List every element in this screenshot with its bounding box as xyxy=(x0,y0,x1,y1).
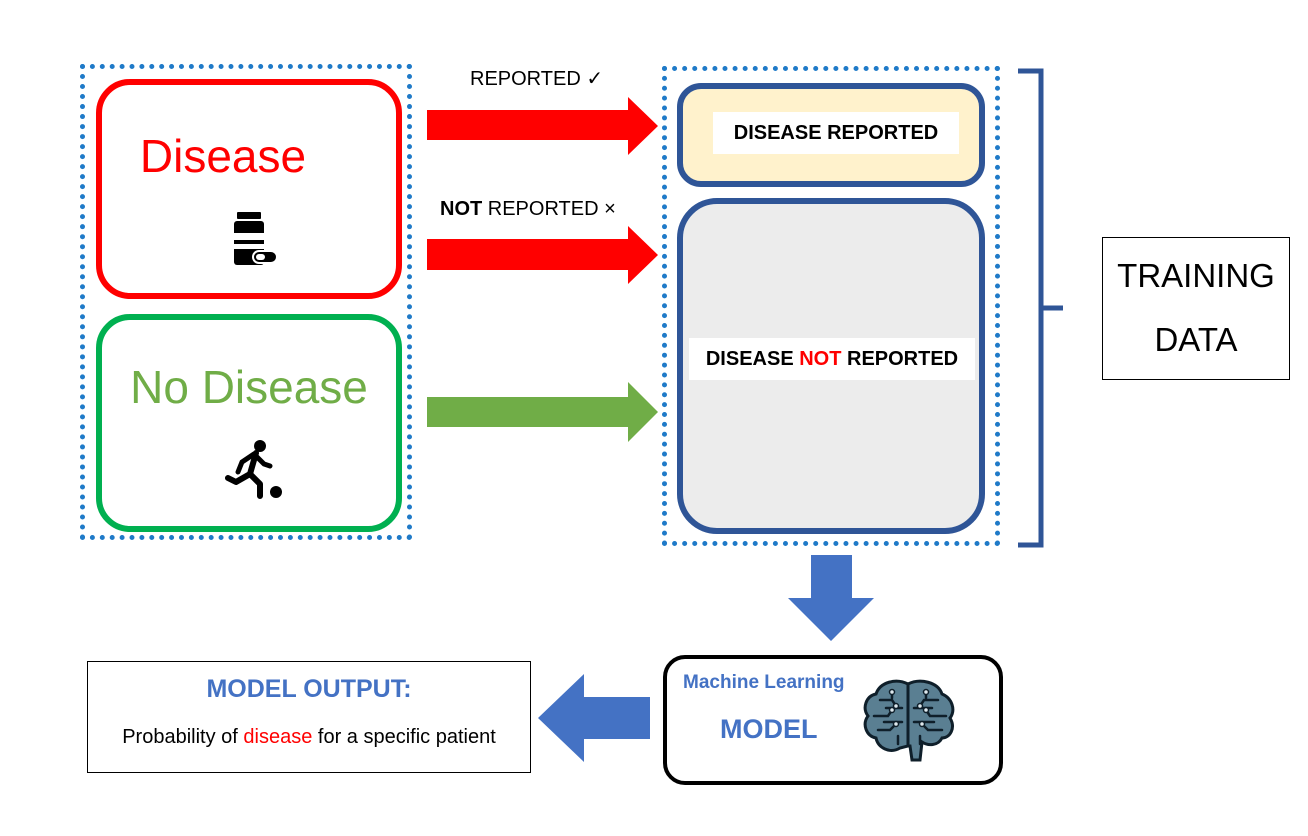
not-reported-arrow-label-rest: REPORTED × xyxy=(482,198,616,220)
disease-not-reported-label: DISEASE NOT REPORTED xyxy=(689,338,975,380)
ml-model-title: MODEL xyxy=(720,714,818,744)
population-group xyxy=(80,64,412,540)
brain-circuit-icon xyxy=(863,679,955,762)
disease-not-reported-suffix: REPORTED xyxy=(841,348,959,370)
disease-not-reported-prefix: DISEASE xyxy=(705,348,800,370)
reported-arrow xyxy=(427,97,658,155)
model-output-text-prefix: Probability of xyxy=(122,726,244,748)
not-reported-arrow xyxy=(427,226,658,284)
training-set-group xyxy=(662,66,1000,546)
model-output-text-highlight: disease xyxy=(243,726,313,748)
training-data-label: TRAINING DATA xyxy=(1102,237,1290,380)
model-output-title: MODEL OUTPUT: xyxy=(206,675,412,703)
model-output-box xyxy=(87,661,531,773)
no-disease-arrow xyxy=(427,382,658,442)
reported-arrow-label: REPORTED ✓ xyxy=(470,68,604,90)
disease-reported-label: DISEASE REPORTED xyxy=(713,112,959,154)
medicine-bottle-icon xyxy=(234,212,278,265)
not-reported-arrow-label: NOT REPORTED × xyxy=(440,198,616,221)
to-output-arrow xyxy=(538,674,650,762)
to-model-arrow xyxy=(788,555,874,641)
training-data-bracket xyxy=(1018,68,1063,548)
disease-label: Disease xyxy=(139,130,307,182)
model-output-text-suffix: for a specific patient xyxy=(312,726,496,748)
disease-box: Disease xyxy=(96,79,402,299)
no-disease-label: No Disease xyxy=(130,361,368,413)
training-data-line2: DATA xyxy=(1154,321,1238,358)
disease-not-reported-highlight: NOT xyxy=(799,348,842,370)
training-data-line1: TRAINING xyxy=(1117,257,1275,294)
model-output-text: Probability of disease for a specific pa… xyxy=(87,726,531,749)
not-reported-arrow-label-bold: NOT xyxy=(440,198,483,220)
soccer-player-icon xyxy=(225,440,282,499)
no-disease-box: No Disease xyxy=(96,314,402,532)
ml-model-subtitle: Machine Learning xyxy=(683,672,845,693)
